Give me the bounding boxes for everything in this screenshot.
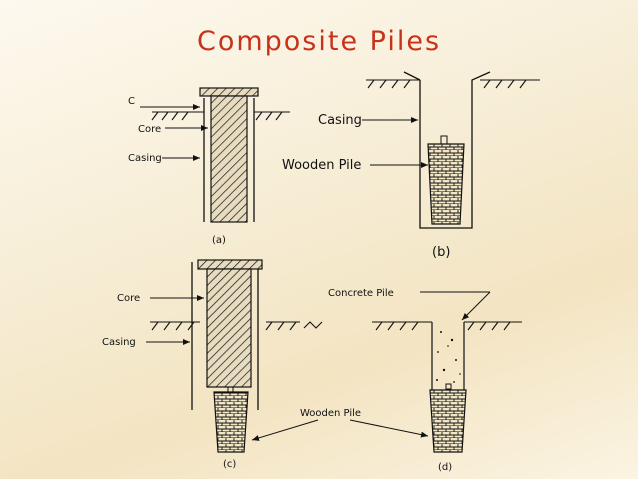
label-casing-c: Casing: [102, 337, 136, 348]
arrow-wooden-d: [349, 419, 429, 438]
label-casing-b: Casing: [318, 113, 362, 128]
diagram-d: Concrete Pile (d): [328, 288, 522, 473]
wooden-pile-callout: Wooden Pile: [251, 408, 429, 441]
wooden-pile-c: [213, 391, 249, 453]
arrow-concrete-d: [461, 291, 491, 321]
caption-d: (d): [438, 462, 452, 473]
core-cap-a: [199, 87, 259, 97]
ground-line-d-right: [464, 321, 522, 331]
slide-title: Composite Piles: [196, 26, 442, 57]
caption-a: (a): [212, 235, 226, 246]
wooden-pile-b: [427, 143, 465, 225]
label-casing-a: Casing: [128, 153, 162, 164]
arrow-wooden-c: [251, 419, 319, 441]
ground-line-d-left: [372, 321, 432, 331]
ground-line-c-left: [150, 321, 200, 331]
core-cap-c: [197, 259, 263, 270]
ground-line-a-left: [151, 111, 204, 121]
ground-line-a-right: [254, 111, 290, 121]
diagram-b: Casing Wooden Pile (b): [282, 71, 540, 260]
diagram-a: C Core Casing (a): [128, 87, 290, 246]
ground-line-c-right: [265, 321, 300, 331]
ground-line-b-right: [480, 79, 540, 89]
label-concrete-pile-d: Concrete Pile: [328, 288, 394, 299]
caption-c: (c): [223, 459, 236, 470]
pile-head-b: [440, 135, 448, 145]
label-wooden-pile-shared: Wooden Pile: [300, 408, 361, 419]
label-wooden-pile-b: Wooden Pile: [282, 158, 361, 173]
label-c: C: [128, 96, 135, 107]
concrete-aggregate: [436, 331, 461, 383]
diagram-c: Core Casing (c): [102, 259, 323, 470]
label-core-a: Core: [138, 124, 161, 135]
wooden-pile-d: [429, 389, 467, 453]
caption-b: (b): [432, 245, 450, 260]
label-core-c: Core: [117, 293, 140, 304]
core-a: [210, 95, 248, 223]
ground-line-b-left: [366, 79, 420, 89]
casing-b: [419, 71, 491, 229]
core-c: [206, 268, 252, 388]
